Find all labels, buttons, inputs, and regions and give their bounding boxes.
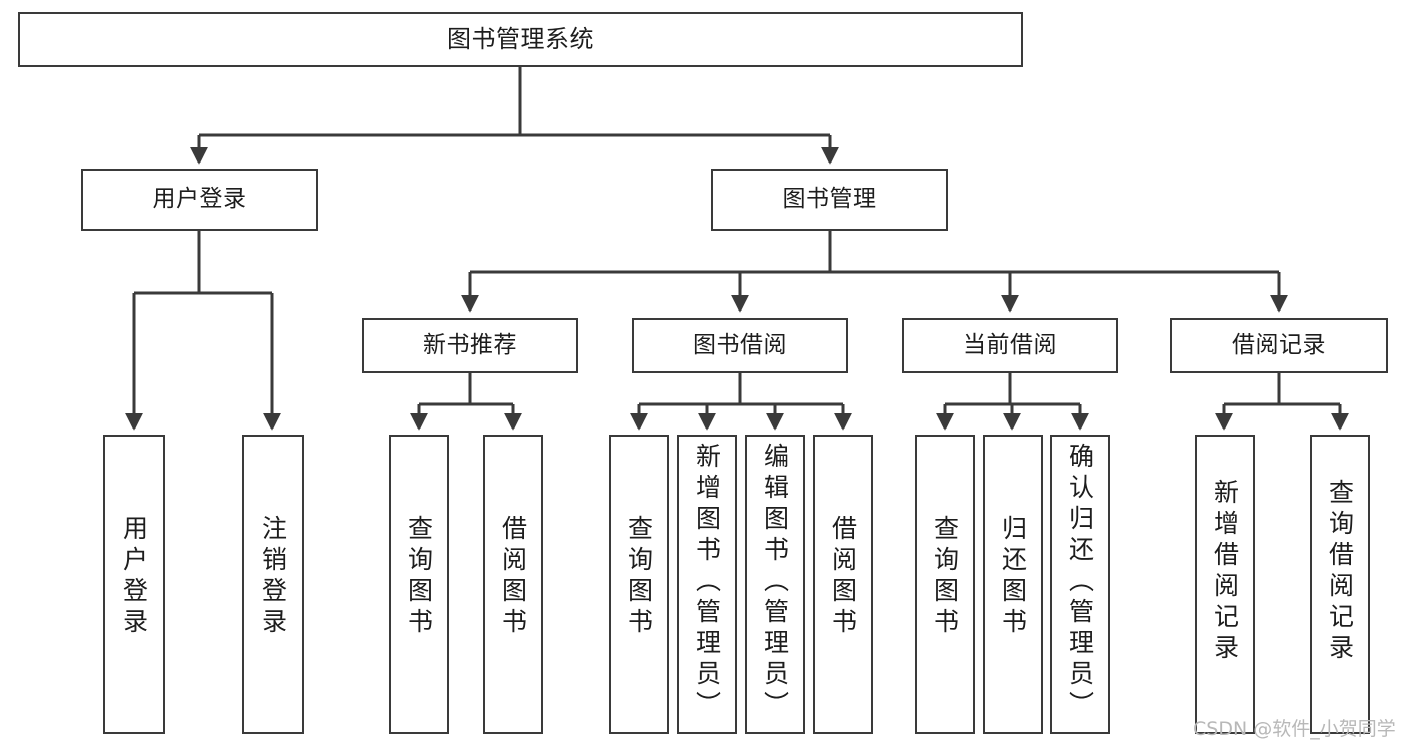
node-book-borrow-label: 图书借阅 (693, 331, 787, 358)
leaf-query-book-current-label: 查询图书 (930, 515, 960, 639)
leaf-query-book-newbooks[interactable]: 查询图书 (389, 435, 449, 734)
leaf-return-book-label: 归还图书 (998, 515, 1028, 639)
leaf-add-borrow-record[interactable]: 新增借阅记录 (1195, 435, 1255, 734)
node-root[interactable]: 图书管理系统 (18, 12, 1023, 67)
leaf-query-borrow-record-label: 查询借阅记录 (1325, 479, 1355, 665)
node-book-borrow[interactable]: 图书借阅 (632, 318, 848, 373)
node-borrow-records[interactable]: 借阅记录 (1170, 318, 1388, 373)
leaf-add-borrow-record-label: 新增借阅记录 (1210, 479, 1240, 665)
leaf-edit-book-admin-label: 编辑图书（管理员） (760, 443, 790, 722)
node-user-login-label: 用户登录 (152, 186, 247, 213)
leaf-edit-book-admin[interactable]: 编辑图书（管理员） (745, 435, 805, 734)
node-borrow-records-label: 借阅记录 (1232, 331, 1326, 358)
node-book-management-label: 图书管理 (782, 186, 877, 213)
node-new-book-recommend-label: 新书推荐 (423, 331, 517, 358)
leaf-query-book-borrow-label: 查询图书 (624, 515, 654, 639)
leaf-add-book-admin-label: 新增图书（管理员） (692, 443, 722, 722)
node-root-label: 图书管理系统 (447, 25, 594, 54)
leaf-logout-label: 注销登录 (258, 515, 288, 639)
leaf-borrow-book-borrow[interactable]: 借阅图书 (813, 435, 873, 734)
leaf-logout[interactable]: 注销登录 (242, 435, 304, 734)
leaf-confirm-return-admin-label: 确认归还（管理员） (1065, 443, 1095, 722)
node-current-borrow-label: 当前借阅 (963, 331, 1057, 358)
leaf-query-book-borrow[interactable]: 查询图书 (609, 435, 669, 734)
leaf-user-login-label: 用户登录 (119, 515, 149, 639)
leaf-borrow-book-newbooks[interactable]: 借阅图书 (483, 435, 543, 734)
leaf-borrow-book-borrow-label: 借阅图书 (828, 515, 858, 639)
node-new-book-recommend[interactable]: 新书推荐 (362, 318, 578, 373)
leaf-add-book-admin[interactable]: 新增图书（管理员） (677, 435, 737, 734)
leaf-query-book-current[interactable]: 查询图书 (915, 435, 975, 734)
leaf-return-book[interactable]: 归还图书 (983, 435, 1043, 734)
node-book-management[interactable]: 图书管理 (711, 169, 948, 231)
leaf-query-borrow-record[interactable]: 查询借阅记录 (1310, 435, 1370, 734)
leaf-user-login[interactable]: 用户登录 (103, 435, 165, 734)
leaf-confirm-return-admin[interactable]: 确认归还（管理员） (1050, 435, 1110, 734)
csdn-watermark: CSDN @软件_小贺同学 (1193, 718, 1396, 740)
node-current-borrow[interactable]: 当前借阅 (902, 318, 1118, 373)
leaf-borrow-book-newbooks-label: 借阅图书 (498, 515, 528, 639)
leaf-query-book-newbooks-label: 查询图书 (404, 515, 434, 639)
node-user-login[interactable]: 用户登录 (81, 169, 318, 231)
